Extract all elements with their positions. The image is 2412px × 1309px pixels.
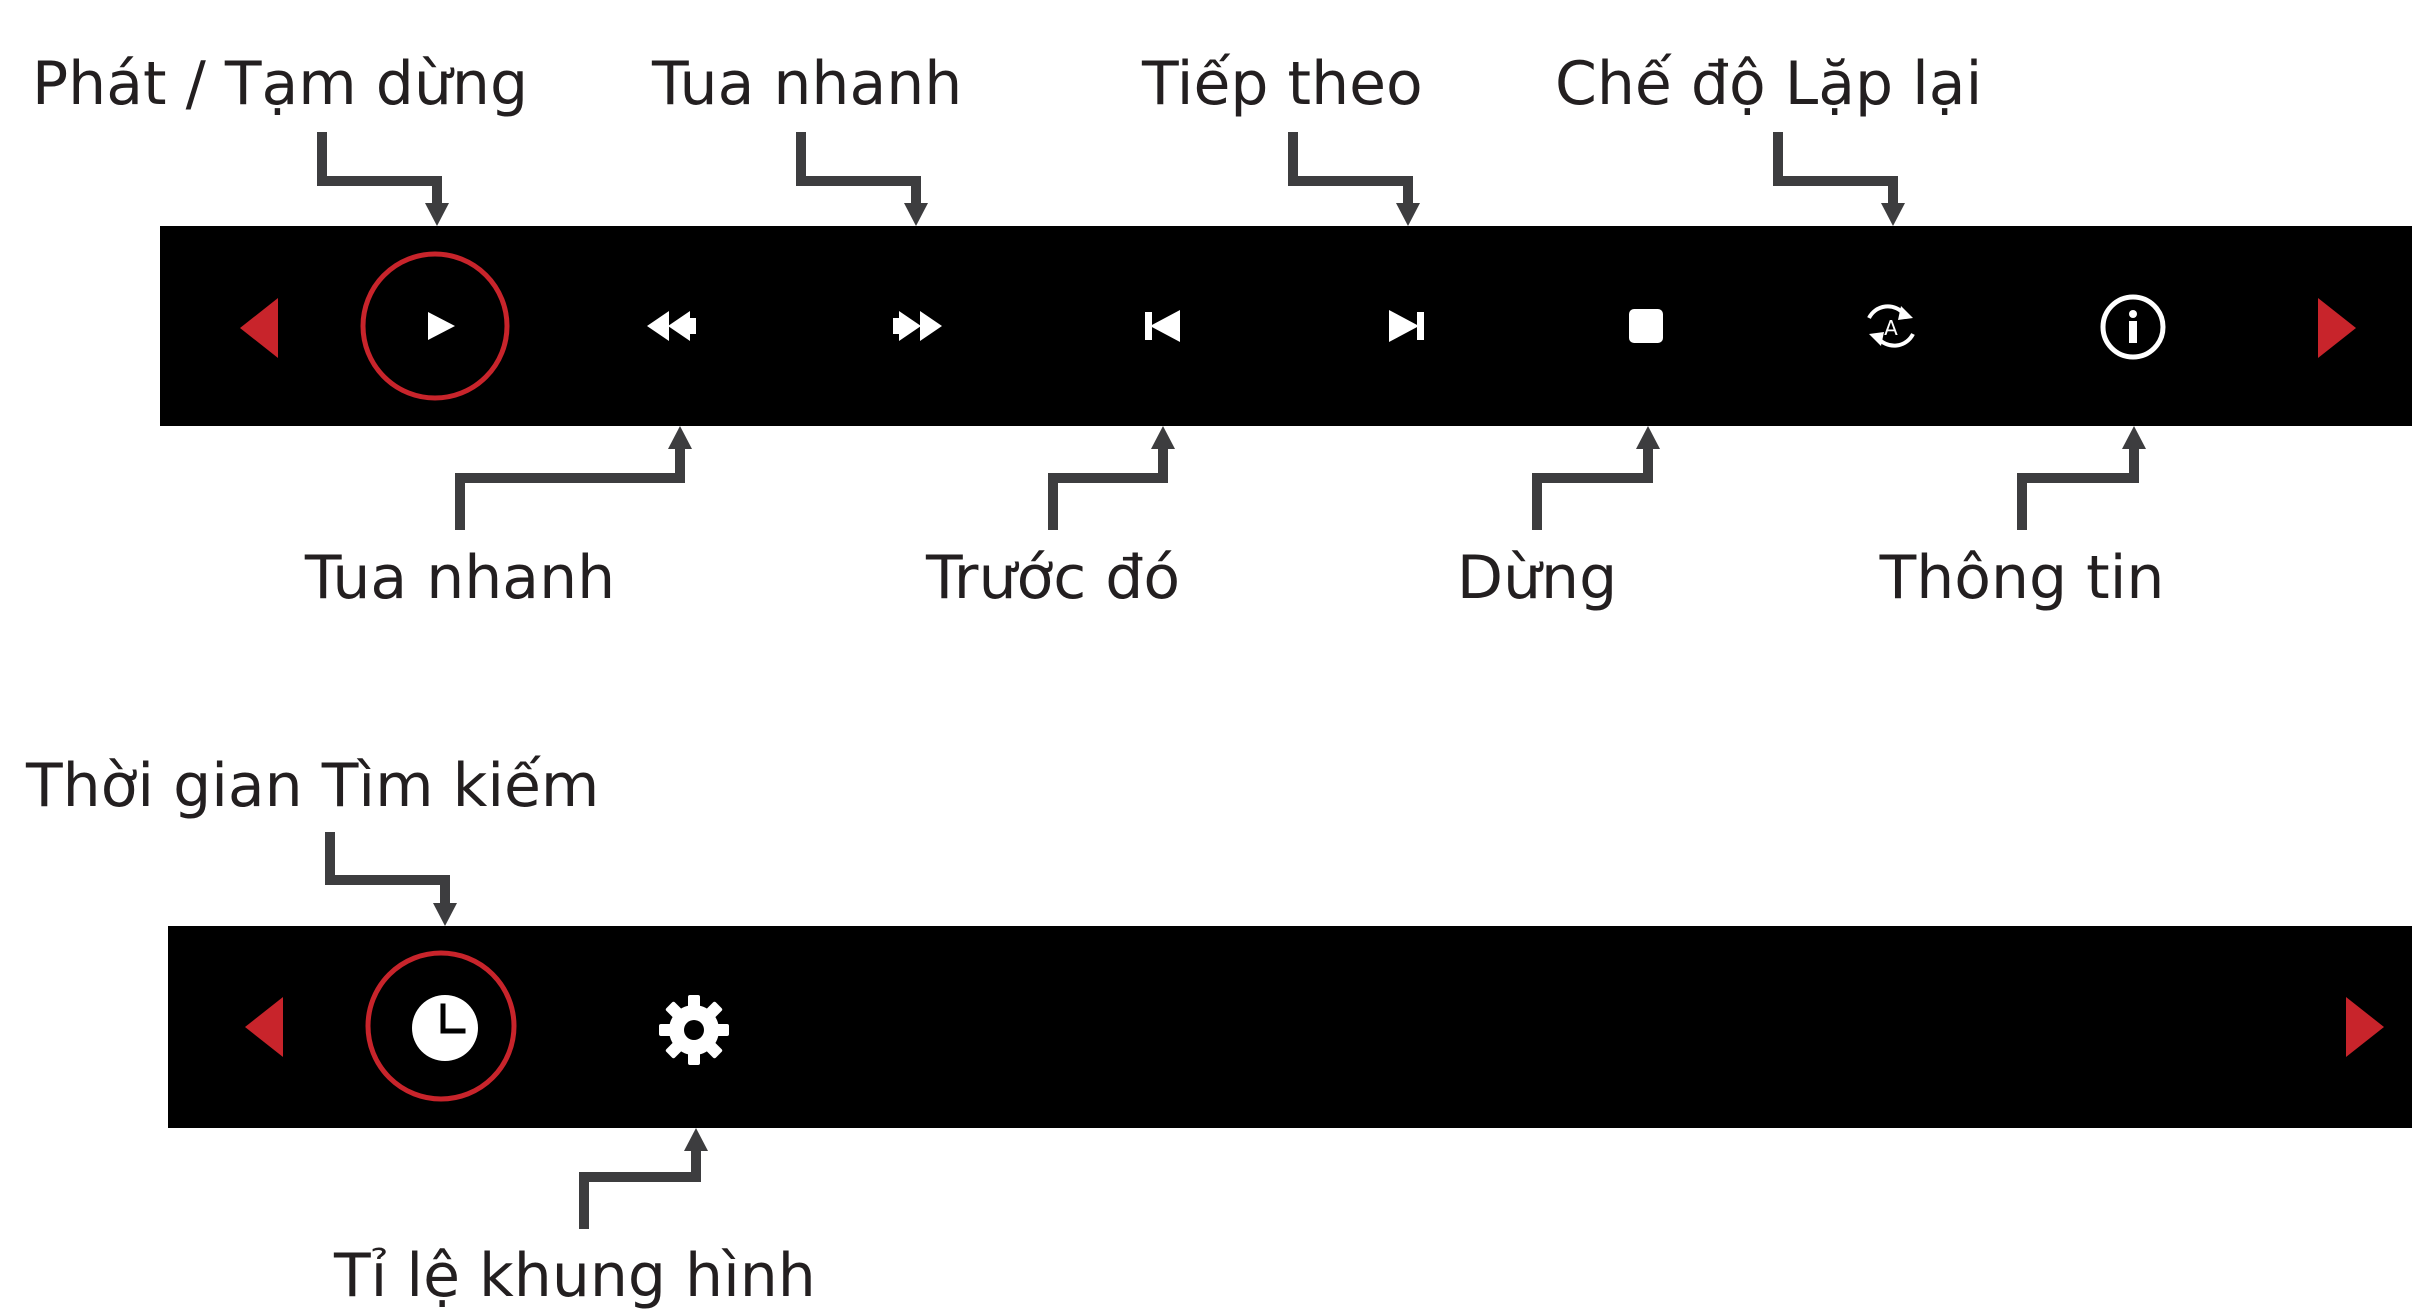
label-previous: Trước đó bbox=[925, 543, 1180, 613]
top-play-button[interactable] bbox=[360, 251, 510, 401]
info-button[interactable] bbox=[2100, 294, 2166, 360]
aspect-ratio-button[interactable] bbox=[659, 995, 729, 1065]
time-search-button[interactable] bbox=[365, 950, 517, 1102]
label-aspect-ratio: Tỉ lệ khung hình bbox=[333, 1241, 816, 1309]
stop-icon bbox=[1629, 309, 1663, 343]
fast-forward-icon bbox=[893, 311, 942, 341]
previous-button[interactable] bbox=[1145, 310, 1180, 342]
connector-next bbox=[1288, 132, 1413, 203]
label-stop: Dừng bbox=[1457, 543, 1617, 613]
connector-play-pause bbox=[317, 132, 442, 203]
play-icon bbox=[428, 312, 455, 340]
arrowhead bbox=[433, 903, 457, 926]
bottom-bar-background bbox=[168, 926, 2412, 1128]
connector-info bbox=[2017, 449, 2139, 530]
connector-rewind bbox=[455, 449, 685, 530]
selection-ring bbox=[365, 950, 517, 1102]
label-time-search: Thời gian Tìm kiếm bbox=[25, 751, 599, 821]
arrowhead bbox=[1881, 203, 1905, 226]
label-fast-forward: Tua nhanh bbox=[651, 49, 962, 119]
label-play-pause: Phát / Tạm dừng bbox=[32, 49, 528, 119]
connector-stop bbox=[1532, 449, 1653, 530]
callout-previous: Trước đó bbox=[925, 426, 1180, 613]
arrowhead bbox=[1396, 203, 1420, 226]
bottom-nav-right-icon[interactable] bbox=[2346, 997, 2384, 1057]
connector-repeat-mode bbox=[1773, 132, 1898, 203]
rewind-icon bbox=[647, 311, 696, 341]
arrowhead bbox=[425, 203, 449, 226]
label-next: Tiếp theo bbox=[1141, 49, 1423, 119]
next-button[interactable] bbox=[1389, 310, 1424, 342]
arrowhead bbox=[668, 426, 692, 449]
fast-forward-button[interactable] bbox=[893, 311, 942, 341]
connector-aspect-ratio bbox=[579, 1151, 701, 1229]
arrowhead bbox=[684, 1128, 708, 1151]
callout-repeat-mode: Chế độ Lặp lại bbox=[1555, 49, 1982, 226]
next-icon bbox=[1389, 310, 1424, 342]
previous-icon bbox=[1145, 310, 1180, 342]
callout-fast-forward[interactable]: Tua nhanh bbox=[651, 49, 962, 226]
callout-info: Thông tin bbox=[1879, 426, 2165, 613]
arrowhead bbox=[1636, 426, 1660, 449]
callout-aspect-ratio: Tỉ lệ khung hình bbox=[333, 1128, 816, 1309]
connector-time-search bbox=[325, 832, 450, 903]
label-repeat-mode: Chế độ Lặp lại bbox=[1555, 49, 1982, 119]
arrowhead bbox=[904, 203, 928, 226]
selection-ring bbox=[360, 251, 510, 401]
callout-time-search: Thời gian Tìm kiếm bbox=[25, 751, 599, 926]
gear-icon bbox=[659, 995, 729, 1065]
label-rewind: Tua nhanh bbox=[304, 543, 615, 613]
callout-stop: Dừng bbox=[1457, 426, 1660, 613]
svg-text:A: A bbox=[1884, 316, 1898, 340]
rewind-button[interactable] bbox=[647, 311, 696, 341]
repeat-icon: A bbox=[1867, 304, 1915, 348]
clock-icon bbox=[412, 995, 478, 1061]
arrowhead bbox=[1151, 426, 1175, 449]
bottom-control-bar bbox=[168, 926, 2412, 1128]
top-control-bar: A bbox=[160, 226, 2412, 426]
top-bar-background bbox=[160, 226, 2412, 426]
label-info: Thông tin bbox=[1879, 543, 2165, 613]
connector-fast-forward bbox=[796, 132, 921, 203]
connector-previous bbox=[1048, 449, 1168, 530]
callout-rewind: Tua nhanh bbox=[304, 426, 692, 613]
callout-next: Tiếp theo bbox=[1141, 49, 1423, 226]
top-nav-right-icon[interactable] bbox=[2318, 298, 2356, 358]
top-nav-left-icon[interactable] bbox=[240, 298, 278, 358]
bottom-nav-left-icon[interactable] bbox=[245, 997, 283, 1057]
arrowhead bbox=[2122, 426, 2146, 449]
callout-play-pause: Phát / Tạm dừng bbox=[32, 49, 528, 226]
repeat-button[interactable]: A bbox=[1867, 304, 1915, 348]
info-icon bbox=[2100, 294, 2166, 360]
stop-button[interactable] bbox=[1629, 309, 1663, 343]
